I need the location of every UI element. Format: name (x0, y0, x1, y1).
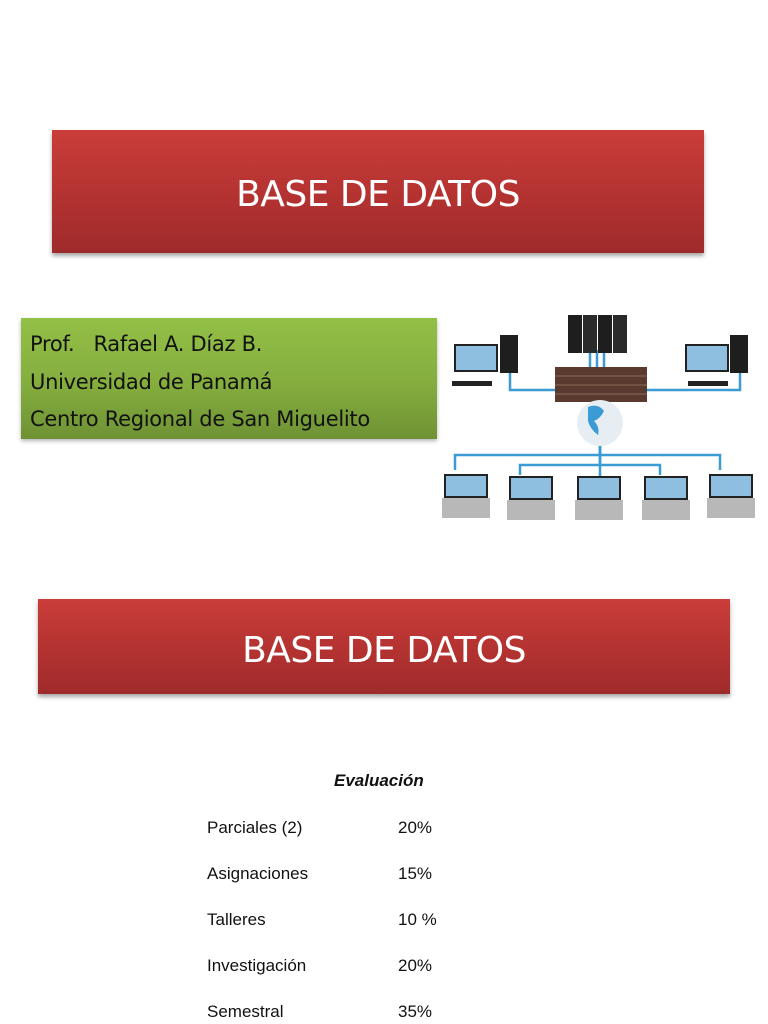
evaluation-row: Semestral 35% (207, 1002, 507, 1024)
evaluation-row: Asignaciones 15% (207, 864, 507, 886)
evaluation-label: Talleres (207, 910, 266, 929)
author-name: Prof. Rafael A. Díaz B. (30, 332, 263, 356)
evaluation-label: Semestral (207, 1002, 284, 1021)
desktop-computer-icon (452, 335, 518, 386)
desktop-computer-icon (685, 335, 748, 386)
university-name: Universidad de Panamá (30, 369, 273, 394)
slide1-title: BASE DE DATOS (236, 174, 520, 215)
laptop-icons (444, 474, 753, 500)
server-rack-icon (568, 315, 627, 353)
evaluation-row: Investigación 20% (207, 956, 507, 978)
globe-icon (577, 400, 623, 446)
author-info-box: Prof. Rafael A. Díaz B. Universidad de P… (21, 318, 437, 439)
evaluation-row: Talleres 10 % (207, 910, 507, 932)
evaluation-value: 35% (398, 1002, 433, 1021)
evaluation-value: 15% (398, 864, 433, 883)
evaluation-value: 10 % (398, 910, 437, 929)
slide2-title-banner: BASE DE DATOS (38, 599, 730, 694)
slide2-title: BASE DE DATOS (242, 630, 526, 671)
evaluation-label: Investigación (207, 956, 307, 975)
campus-name: Centro Regional de San Miguelito (30, 407, 370, 431)
evaluation-heading: Evaluación (334, 771, 424, 790)
evaluation-value: 20% (398, 818, 433, 837)
evaluation-value: 20% (398, 956, 433, 975)
evaluation-row: Parciales (2) 20% (207, 818, 507, 840)
slide1-title-banner: BASE DE DATOS (52, 130, 704, 253)
network-diagram-image (442, 315, 755, 520)
evaluation-label: Parciales (2) (207, 818, 303, 837)
evaluation-label: Asignaciones (207, 864, 309, 883)
